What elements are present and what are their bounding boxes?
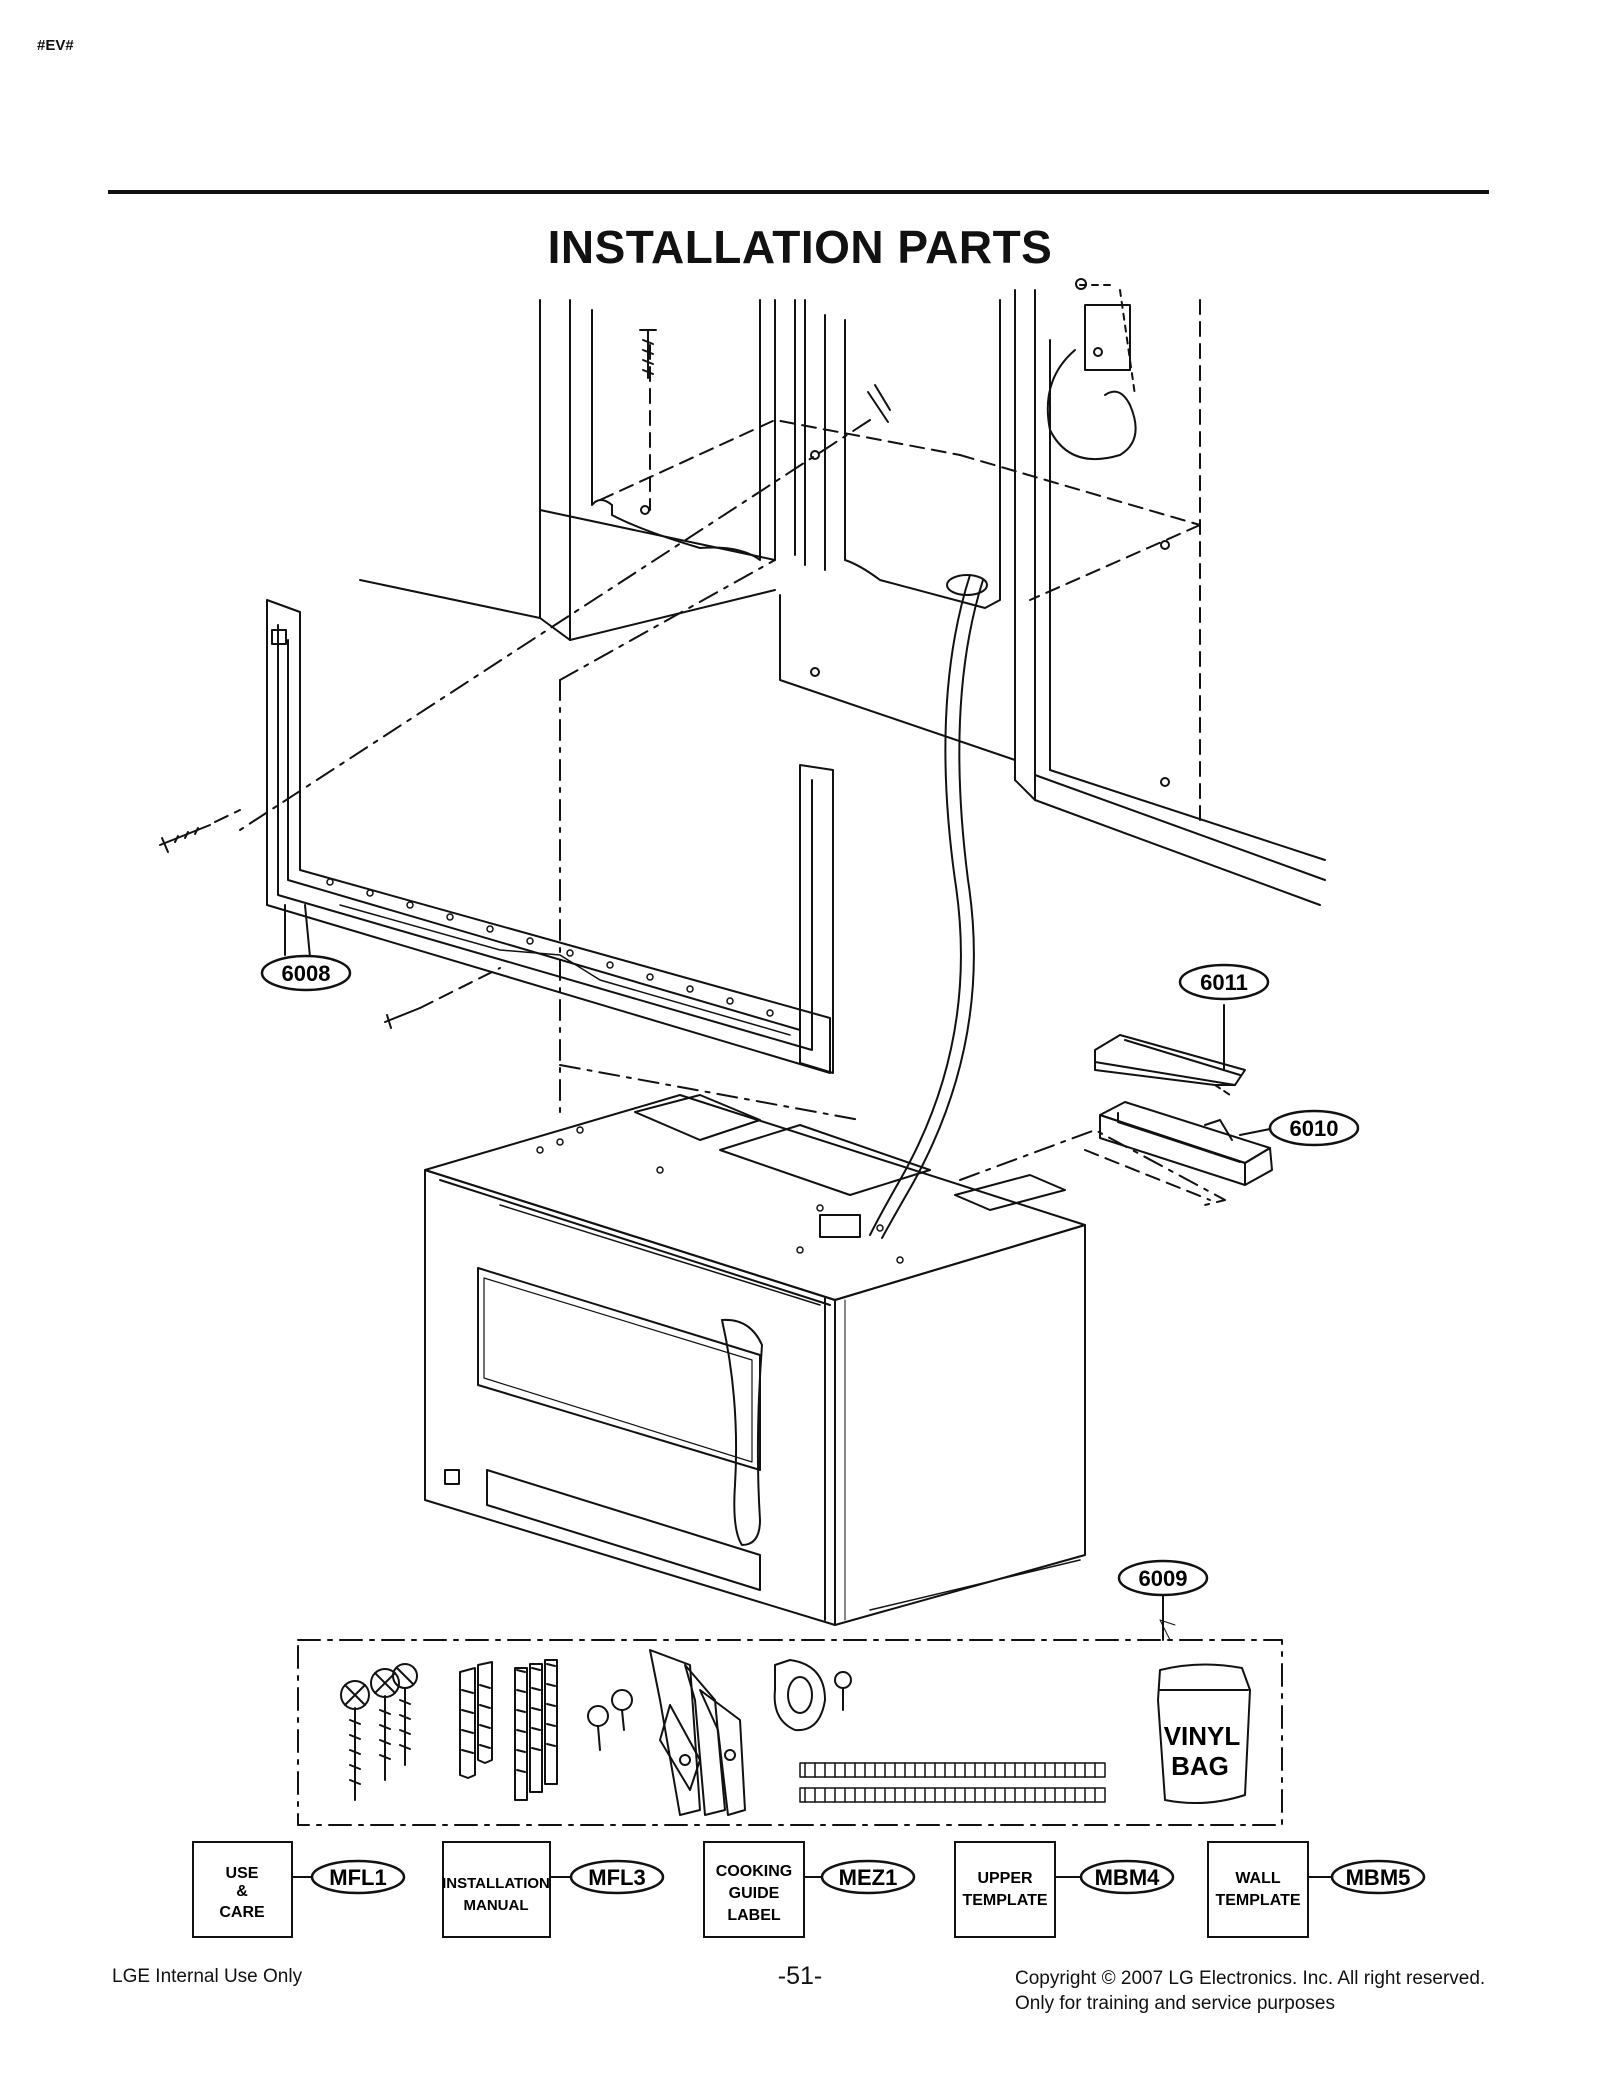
callout-6008: 6008	[282, 961, 331, 986]
toggle-bolts	[514, 1659, 558, 1801]
doc-upper-template-line2: TEMPLATE	[962, 1892, 1047, 1909]
wall-anchors	[459, 1661, 493, 1779]
doc-code-mbm4: MBM4	[1095, 1865, 1161, 1890]
header-rule	[108, 190, 1489, 194]
toggle-bolt	[867, 384, 891, 423]
page-number: -51-	[777, 1962, 823, 1990]
doc-cooking-guide-line1: COOKING	[716, 1863, 792, 1880]
doc-installation-manual-line2: MANUAL	[464, 1897, 529, 1914]
toggle-wings	[649, 1649, 746, 1816]
doc-code-mbm5: MBM5	[1346, 1865, 1411, 1890]
doc-cooking-guide-line2: GUIDE	[729, 1885, 780, 1902]
doc-use-care-line1: USE	[226, 1865, 259, 1882]
upper-cabinets	[239, 284, 1326, 906]
doc-code-mfl3: MFL3	[588, 1865, 645, 1890]
page-tag: #EV#	[37, 37, 74, 54]
vinyl-bag	[1157, 1663, 1251, 1805]
doc-upper-template-line1: UPPER	[977, 1870, 1033, 1887]
doc-installation-manual-line1: INSTALLATION	[442, 1875, 550, 1892]
doc-code-mfl1: MFL1	[329, 1865, 386, 1890]
side-screw	[159, 809, 241, 853]
mounting-plate	[266, 599, 834, 1074]
doc-wall-template-line2: TEMPLATE	[1215, 1892, 1300, 1909]
doc-cooking-guide-line3: LABEL	[727, 1907, 781, 1924]
footer-copyright: Copyright © 2007 LG Electronics. Inc. Al…	[1015, 1966, 1485, 2016]
doc-code-mez1: MEZ1	[839, 1865, 898, 1890]
doc-use-care-line2: &	[236, 1883, 248, 1900]
doc-wall-template-line1: WALL	[1235, 1870, 1281, 1887]
doc-use-care-line3: CARE	[219, 1904, 265, 1921]
callout-6011: 6011	[1200, 970, 1248, 995]
microwave-oven	[424, 1094, 1086, 1626]
copyright-line: Copyright © 2007 LG Electronics. Inc. Al…	[1015, 1968, 1486, 1989]
callout-6009: 6009	[1139, 1566, 1188, 1591]
hardware-kit-box	[297, 1639, 1283, 1826]
vinyl-bag-label-line1: VINYL	[1164, 1721, 1241, 1751]
callout-6010: 6010	[1290, 1116, 1339, 1141]
small-screws	[587, 1689, 633, 1751]
page-title: INSTALLATION PARTS	[547, 221, 1053, 273]
training-line: Only for training and service purposes	[1015, 1993, 1335, 2014]
footer-internal-use: LGE Internal Use Only	[112, 1966, 303, 1987]
wood-screws	[340, 1663, 418, 1801]
exhaust-damper	[1099, 1101, 1273, 1186]
cord-clamp	[773, 1659, 852, 1732]
outlet-screw	[1075, 278, 1087, 290]
top-screw	[639, 329, 657, 379]
duct-adapter	[1094, 1034, 1246, 1096]
foam-strips	[799, 1762, 1106, 1803]
vinyl-bag-label-line2: BAG	[1171, 1751, 1229, 1781]
bottom-screw	[384, 967, 501, 1029]
